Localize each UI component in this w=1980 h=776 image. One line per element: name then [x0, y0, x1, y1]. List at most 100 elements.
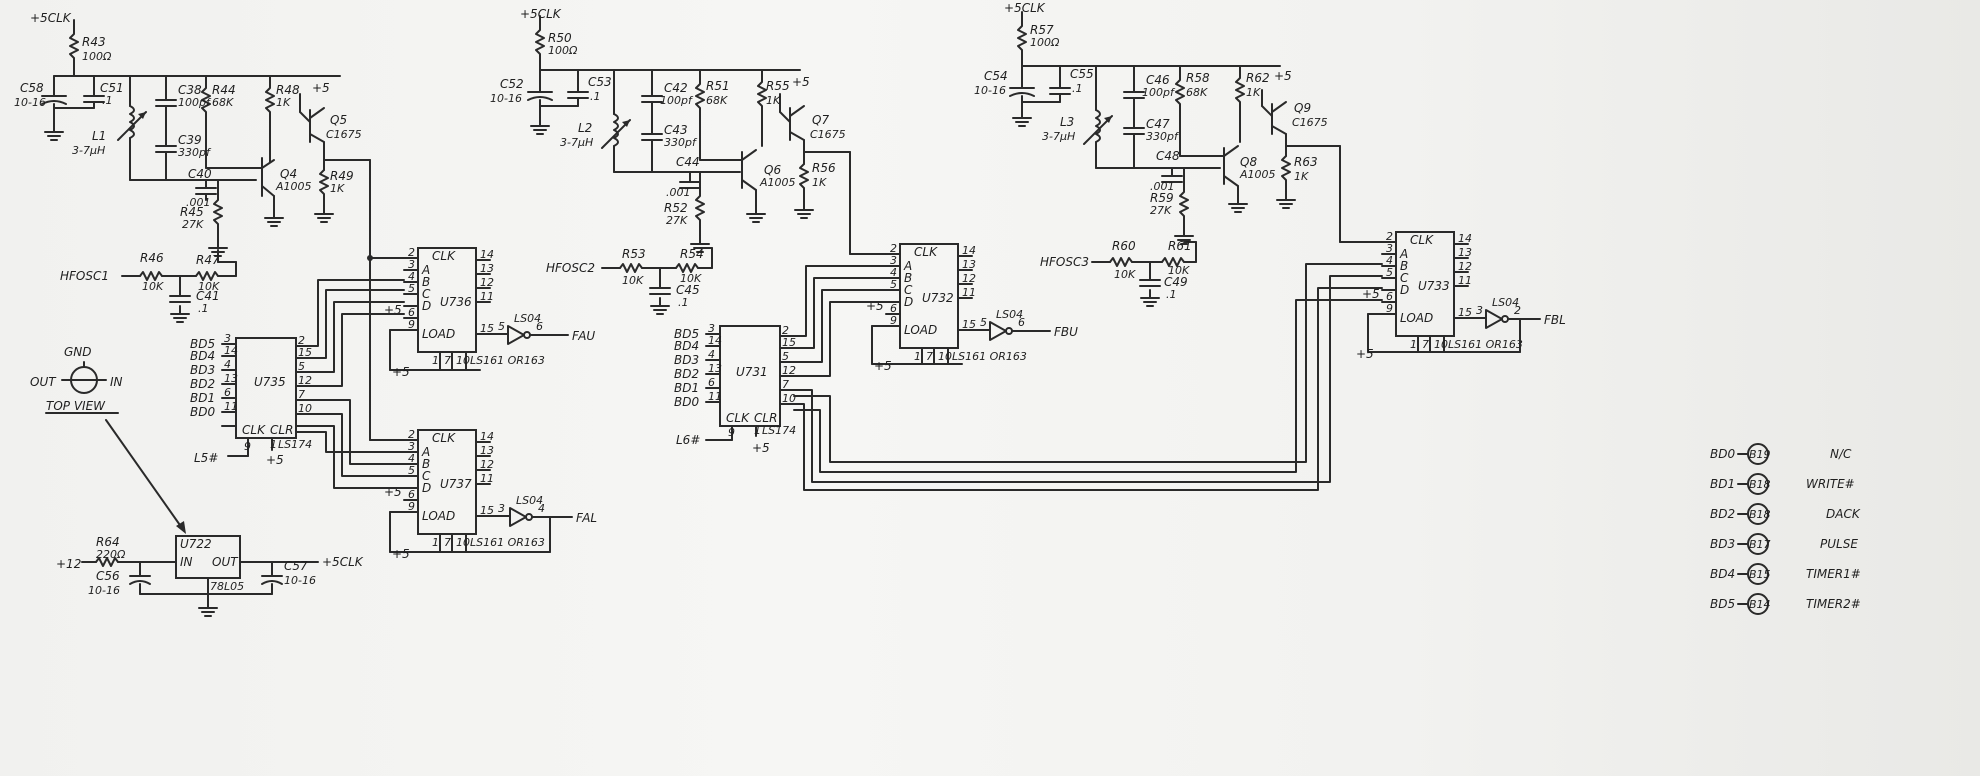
latch-part: LS174 [762, 424, 796, 437]
row-right: TIMER2# [1806, 597, 1861, 611]
pin-num: 3 [408, 440, 415, 453]
pin-num: 11 [480, 472, 494, 485]
value-l3: 3-7μH [1042, 130, 1075, 143]
row-left: BD1 [1710, 477, 1735, 491]
row-pin: B18 [1749, 478, 1771, 491]
row-pin: B15 [1749, 568, 1771, 581]
value-r55: 1K [766, 94, 781, 107]
hf-input-label: HFOSC2 [546, 261, 595, 275]
ref-l1: L1 [92, 129, 106, 143]
row-pin: B19 [1749, 448, 1771, 461]
chip-part: LS161 OR163 [470, 354, 545, 367]
value-c45: .1 [678, 296, 689, 309]
pin-num: 4 [408, 452, 415, 465]
value-c48: .001 [1150, 180, 1175, 193]
gate-pin: 5 [498, 320, 505, 333]
ref-r64: R64 [96, 535, 120, 549]
latch-u731: U731 CLK CLR BD5 BD4 BD3 BD2 BD1 BD0 3 1… [674, 263, 1383, 491]
ref-c39: C39 [178, 133, 202, 147]
pin-b: B [904, 271, 912, 285]
pin-num: 5 [408, 282, 415, 295]
value-r49: 1K [330, 182, 345, 195]
supply-label: +5CLK [1004, 1, 1046, 15]
pin-clk: CLK [242, 423, 266, 437]
value-c42: 100pf [660, 94, 694, 107]
pin-num: 12 [1458, 260, 1472, 273]
part-q9: C1675 [1292, 116, 1328, 129]
bd5-label: BD5 [674, 327, 699, 341]
pin-num: 6 [890, 302, 897, 315]
vplus-label: +5 [392, 365, 410, 379]
pin-num: 7 [444, 354, 451, 367]
pin-num: 3 [890, 254, 897, 267]
gate-pin: 6 [536, 320, 543, 333]
pin-num: 9 [890, 314, 897, 327]
reg-label: U722 [180, 537, 212, 551]
connector-row: BD5 B14 TIMER2# [1710, 593, 1861, 615]
part-q6: A1005 [759, 176, 796, 189]
row-left: BD4 [1710, 567, 1735, 581]
pin-num: 1 [754, 424, 761, 437]
pin-num: 11 [962, 286, 976, 299]
pin-num: 10 [782, 392, 796, 405]
chip-part: LS161 OR163 [1448, 338, 1523, 351]
pin-num: 1 [432, 536, 439, 549]
pin-num: 2 [408, 246, 415, 259]
pin-num: 5 [782, 350, 789, 363]
value-c56: 10-16 [88, 584, 120, 597]
gate-pin: 4 [538, 502, 545, 515]
value-c58: 10-16 [14, 96, 46, 109]
ref-c57: C57 [284, 559, 308, 573]
pin-num: 15 [298, 346, 312, 359]
part-q5: C1675 [326, 128, 362, 141]
ref-r47: R47 [196, 253, 220, 267]
pin-num: 6 [708, 376, 715, 389]
pin-num: 10 [938, 350, 952, 363]
value-r52: 27K [666, 214, 688, 227]
pin-clk: CLK [1410, 233, 1434, 247]
value-c57: 10-16 [284, 574, 316, 587]
pin-d: D [904, 295, 913, 309]
bd2-label: BD2 [190, 377, 215, 391]
out-pin-label: OUT [30, 375, 57, 389]
pin-c: C [422, 287, 431, 301]
pin-num: 7 [926, 350, 933, 363]
vin-label: +12 [56, 557, 81, 571]
pin-num: 13 [1458, 246, 1472, 259]
gate-part: LS04 [1492, 296, 1519, 309]
reg-part: 78L05 [210, 580, 244, 593]
pin-num: 2 [408, 428, 415, 441]
value-r63: 1K [1294, 170, 1309, 183]
value-r51: 68K [706, 94, 728, 107]
pin-num: 10 [456, 536, 470, 549]
pin-b: B [1400, 259, 1408, 273]
chip-label: U737 [440, 477, 472, 491]
chip-part: LS161 OR163 [952, 350, 1027, 363]
pin-clk: CLK [432, 249, 456, 263]
pin-num: 4 [708, 348, 715, 361]
pin-num: 2 [890, 242, 897, 255]
ref-q7: Q7 [812, 113, 829, 127]
hf-input-label: HFOSC1 [60, 269, 109, 283]
supply-label: +5CLK [520, 7, 562, 21]
value-r60: 10K [1114, 268, 1136, 281]
output-fal: FAL [576, 511, 597, 525]
value-c44: .001 [666, 186, 691, 199]
value-c55: .1 [1072, 82, 1083, 95]
pin-num: 12 [480, 276, 494, 289]
pin-c: C [1400, 271, 1409, 285]
pin-num: 13 [962, 258, 976, 271]
ref-c56: C56 [96, 569, 120, 583]
pin-num: 7 [444, 536, 451, 549]
pin-num: 9 [728, 426, 735, 439]
pin-num: 3 [224, 332, 231, 345]
pin-num: 5 [1386, 266, 1393, 279]
pin-num: 2 [1386, 230, 1393, 243]
pin-a: A [421, 263, 430, 277]
pin-num: 1 [432, 354, 439, 367]
oscillator-stage-3: +5CLK R57 100Ω C54 10-16 C55 .1 C46 100p… [974, 1, 1383, 307]
connector-row: BD2 B18 DACK [1710, 503, 1861, 525]
pin-num: 5 [890, 278, 897, 291]
